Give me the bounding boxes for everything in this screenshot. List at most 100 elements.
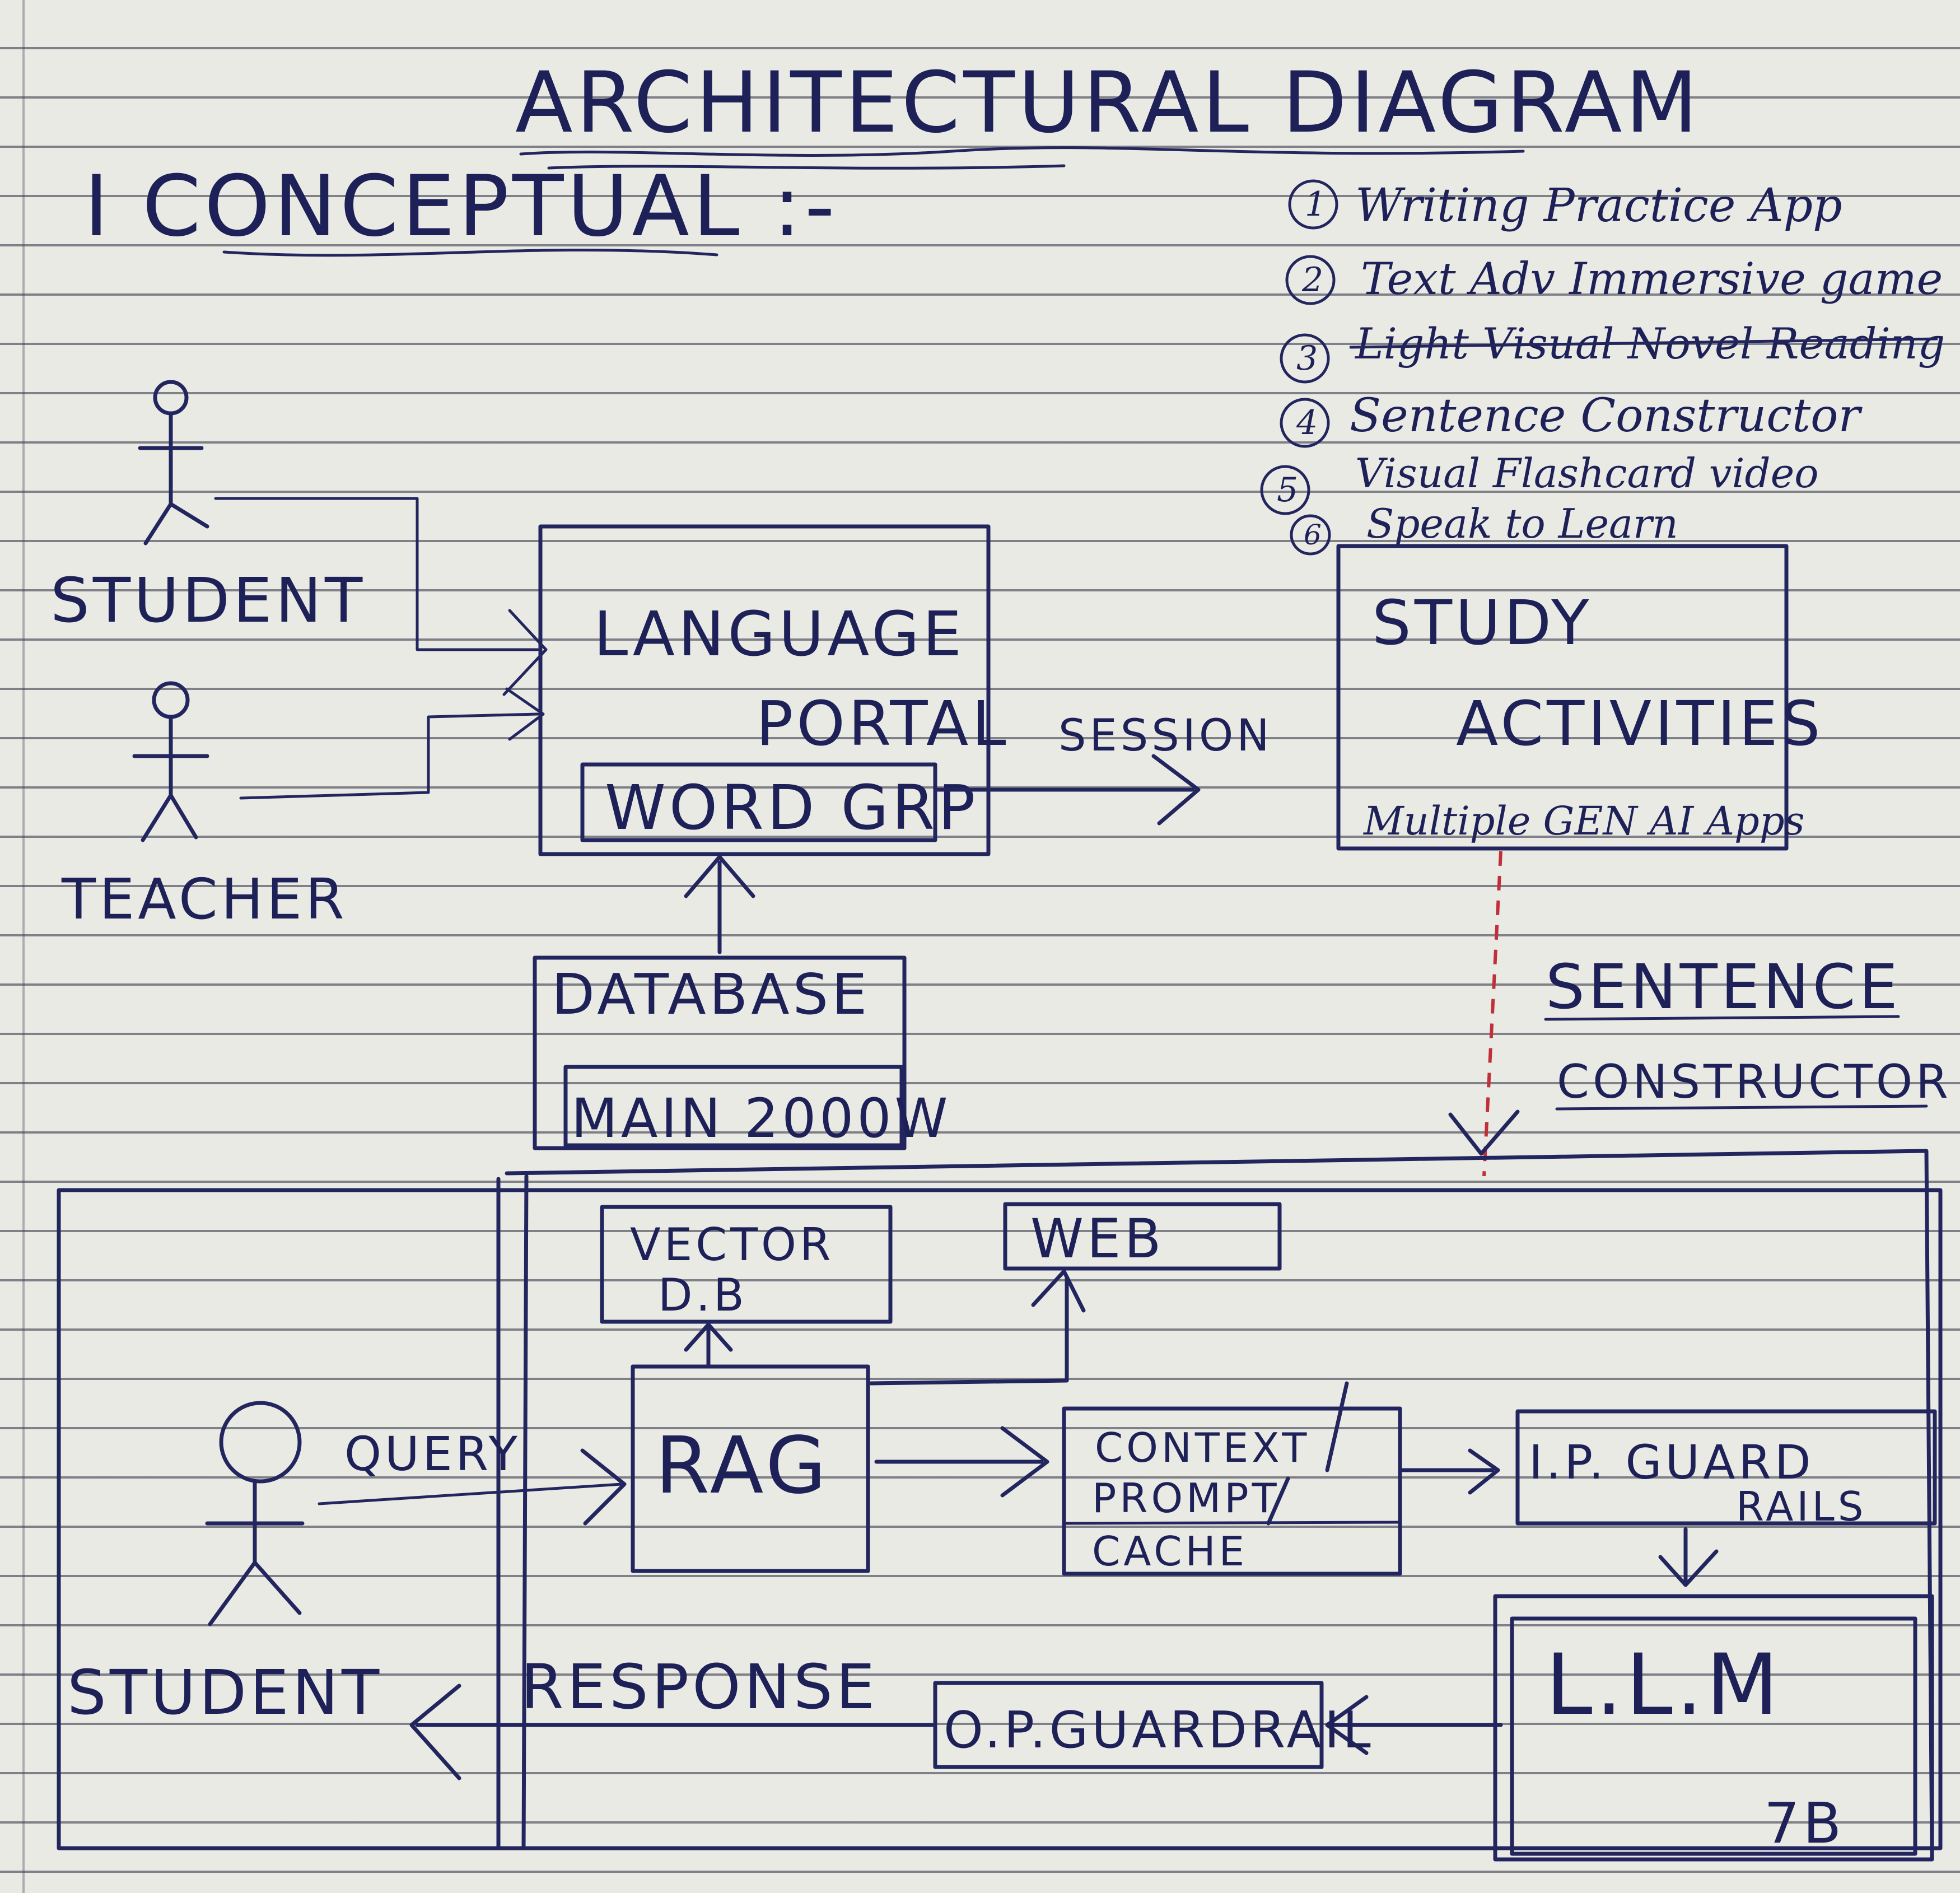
database-label: DATABASE xyxy=(552,962,870,1027)
heading-underline xyxy=(222,248,718,257)
strikethrough xyxy=(1349,337,1938,349)
database-frame xyxy=(533,955,907,1150)
vector-db-frame xyxy=(600,1205,893,1324)
word-group-box xyxy=(580,762,937,842)
list-item-text: Speak to Learn xyxy=(1366,500,1678,547)
study-activities-line2: ACTIVITIES xyxy=(1456,688,1823,759)
session-label: SESSION xyxy=(1058,711,1273,761)
word-group-label: WORD GRP xyxy=(605,772,978,843)
list-number-circle xyxy=(1280,398,1330,448)
cache-line2: PROMPT xyxy=(1092,1475,1280,1522)
rag-label: RAG xyxy=(655,1420,829,1512)
sentence-constructor-line1: SENTENCE xyxy=(1546,951,1901,1023)
language-portal-line1: LANGUAGE xyxy=(594,598,965,670)
stick-figure-head-icon xyxy=(153,380,189,416)
main-words-label: MAIN 2000W xyxy=(571,1087,951,1150)
web-frame xyxy=(1003,1202,1282,1271)
list-item-text: Visual Flashcard video xyxy=(1355,450,1819,497)
study-activities-frame xyxy=(1336,544,1789,851)
list-number: 6 xyxy=(1304,519,1322,551)
list-item: 1 Writing Practice App xyxy=(1288,179,1842,232)
llm-outer-frame xyxy=(1493,1594,1934,1862)
arrowhead-icon xyxy=(1448,1109,1520,1156)
ip-guardrails-box: I.P. GUARD RAILS xyxy=(1515,1409,1937,1530)
list-item: 6 Speak to Learn xyxy=(1290,500,1678,556)
arrowhead-icon xyxy=(502,609,548,696)
student-to-portal-arrow xyxy=(214,497,539,651)
activities-list: 1 Writing Practice App 2 Text Adv Immers… xyxy=(1260,179,1945,556)
constructor-underline xyxy=(1555,1104,1928,1111)
title-underline-2 xyxy=(547,164,1066,170)
llm-label: L.L.M xyxy=(1546,1636,1782,1734)
cache-divider xyxy=(1062,1521,1402,1525)
list-number: 1 xyxy=(1305,185,1326,224)
arrowhead-icon xyxy=(409,1684,461,1780)
list-item: 3 Light Visual Novel Reading xyxy=(1280,319,1945,384)
arrowhead-icon xyxy=(1658,1549,1719,1587)
cache-line1: CONTEXT xyxy=(1095,1424,1310,1471)
sentence-underline xyxy=(1544,1015,1900,1021)
study-activities-bottom: Multiple GEN AI Apps xyxy=(1362,798,1805,844)
context-cache-frame xyxy=(1062,1406,1402,1576)
cache-line3: CACHE xyxy=(1092,1528,1248,1575)
list-item: 4 Sentence Constructor xyxy=(1280,389,1863,448)
arrowhead-icon xyxy=(1031,1269,1086,1313)
list-item-text: Text Adv Immersive game xyxy=(1361,253,1943,305)
list-number: 2 xyxy=(1301,260,1323,300)
list-item: 5 Visual Flashcard video xyxy=(1260,450,1819,515)
query-arrow xyxy=(318,1482,623,1505)
list-number-circle xyxy=(1280,333,1330,384)
context-cache-box: CONTEXT PROMPT CACHE xyxy=(1062,1381,1402,1576)
list-number-circle xyxy=(1288,179,1338,230)
op-guardrail-label: O.P.GUARDRAIL xyxy=(944,1701,1374,1760)
rag-to-web-arrow xyxy=(869,1275,1069,1386)
teacher-figure xyxy=(132,681,209,842)
section-heading: I CONCEPTUAL :- xyxy=(84,158,838,255)
language-portal-line2: PORTAL xyxy=(756,688,1010,759)
arrowhead-icon xyxy=(684,855,755,898)
study-activities-box: STUDY ACTIVITIES Multiple GEN AI Apps xyxy=(1336,544,1823,851)
op-guardrail-frame xyxy=(933,1681,1324,1769)
llm-box: L.L.M 7B xyxy=(1493,1594,1934,1862)
list-number: 4 xyxy=(1296,403,1318,442)
diagram-title: ARCHITECTURAL DIAGRAM xyxy=(515,54,1701,152)
rag-box: RAG xyxy=(631,1364,870,1573)
vector-db-line2: D.B xyxy=(658,1269,748,1321)
list-item: 2 Text Adv Immersive game xyxy=(1285,253,1943,305)
vector-db-box: VECTOR D.B xyxy=(600,1205,893,1324)
student-bottom-figure xyxy=(205,1401,305,1626)
llm-size: 7B xyxy=(1764,1791,1845,1856)
arrowhead-icon xyxy=(580,1448,627,1526)
database-box: DATABASE MAIN 2000W xyxy=(533,955,951,1150)
student-bottom-label: STUDENT xyxy=(67,1657,382,1728)
study-activities-line1: STUDY xyxy=(1372,587,1592,659)
arrowhead-icon xyxy=(505,687,545,741)
margin-line xyxy=(22,0,25,1893)
arrowhead-icon xyxy=(684,1322,733,1352)
list-number: 5 xyxy=(1277,470,1298,510)
inner-system-frame-left-2 xyxy=(521,1174,529,1850)
list-number-circle xyxy=(1290,514,1331,556)
student-top-figure xyxy=(138,380,209,545)
sentence-constructor-line2: CONSTRUCTOR xyxy=(1557,1055,1952,1109)
outer-system-frame xyxy=(57,1188,1943,1850)
check-mark-icon xyxy=(1266,1476,1290,1526)
stick-figure-head-icon xyxy=(219,1401,302,1484)
stick-figure-body-icon xyxy=(138,412,209,545)
check-mark-icon xyxy=(1325,1381,1349,1472)
response-label: RESPONSE xyxy=(521,1651,878,1723)
list-item-text: Sentence Constructor xyxy=(1350,389,1863,442)
op-guardrail-box: O.P.GUARDRAIL xyxy=(933,1681,1374,1769)
arrowhead-icon xyxy=(1325,1695,1369,1755)
language-portal-frame xyxy=(538,524,991,856)
list-number: 3 xyxy=(1296,339,1318,378)
list-number-circle xyxy=(1260,465,1310,515)
rag-frame xyxy=(631,1364,870,1573)
arrowhead-icon xyxy=(1000,1426,1049,1498)
arrowhead-icon xyxy=(1151,754,1201,826)
language-portal-box: LANGUAGE PORTAL WORD GRP xyxy=(538,524,1010,856)
web-label: WEB xyxy=(1030,1207,1164,1270)
stick-figure-head-icon xyxy=(152,681,190,719)
student-top-label: STUDENT xyxy=(50,565,366,636)
